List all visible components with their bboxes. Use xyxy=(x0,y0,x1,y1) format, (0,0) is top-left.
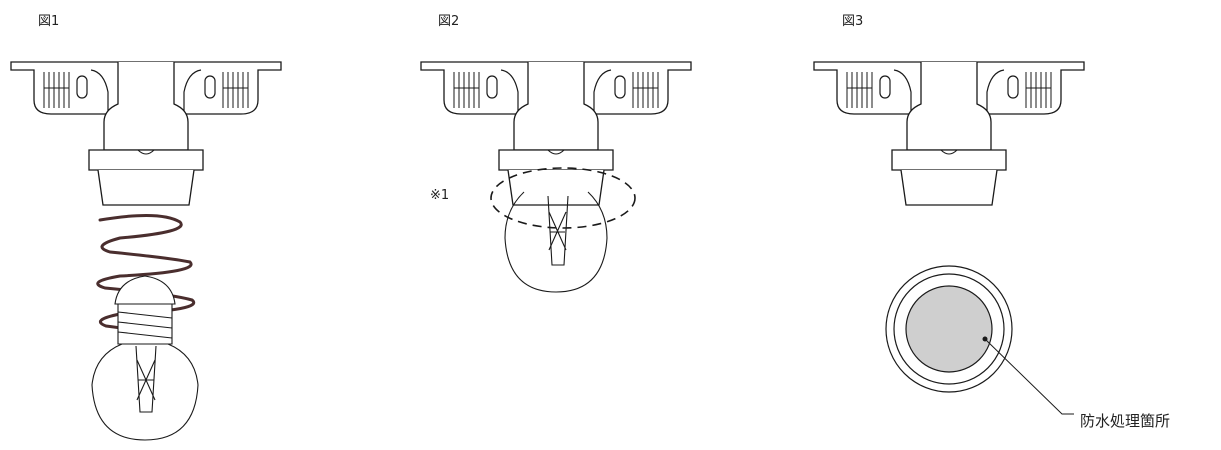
figure-2-bulb xyxy=(504,191,608,293)
figure-1-label: 図1 xyxy=(38,14,60,29)
figure-1-bulb xyxy=(91,275,199,441)
figure-1-socket xyxy=(10,61,282,206)
figure-3-callout-leader xyxy=(984,338,1074,415)
waterproof-callout-label: 防水処理箇所 xyxy=(1080,412,1171,430)
figure-2-label: 図2 xyxy=(438,14,460,29)
figure-2-seal-highlight xyxy=(490,167,636,229)
figure-3-waterproof-area xyxy=(905,285,993,373)
figure-3-label: 図3 xyxy=(842,14,864,29)
figure-1-spring xyxy=(96,214,196,332)
note-mark-1: ※1 xyxy=(430,188,450,203)
figure-3-socket xyxy=(813,61,1085,206)
figure-2-socket xyxy=(420,61,692,206)
